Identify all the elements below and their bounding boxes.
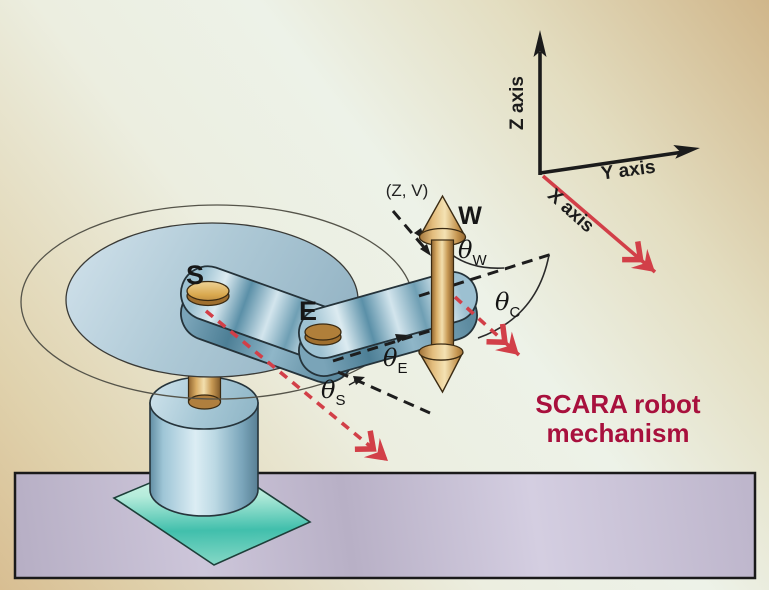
wrist-axes-label: (Z, V)	[386, 181, 429, 200]
theta-e-label: θE	[383, 344, 407, 377]
theta-c-label: θC	[495, 288, 520, 321]
elbow-joint-label: E	[299, 296, 317, 326]
y-axis-line	[539, 150, 681, 175]
shoulder-motion-arrow	[204, 309, 390, 463]
theta-s-label: θS	[321, 376, 345, 409]
x-axis-arrow	[541, 174, 657, 274]
wrist-motion-arrow	[453, 295, 521, 357]
elbow-pin	[304, 323, 342, 341]
shoulder-joint-label: S	[186, 260, 204, 290]
wrist-arrow-down-base	[418, 343, 464, 361]
z-axis-arrowhead	[533, 30, 547, 57]
shoulder-shaft-cap	[187, 394, 222, 410]
wrist-joint-label: W	[458, 202, 482, 230]
caption-line1: SCARA robot	[535, 389, 700, 419]
work-table	[13, 471, 757, 580]
theta-w-label: θW	[458, 236, 487, 269]
shoulder-angle-arrowhead	[353, 376, 365, 385]
wrist-shaft	[430, 239, 455, 353]
shoulder-pin	[186, 280, 230, 302]
z-axis-label: Z axis	[507, 76, 528, 130]
elbow-angle-arrowhead	[395, 334, 408, 343]
caption-line2: mechanism	[546, 418, 689, 448]
zv-arrowhead-2	[420, 244, 431, 256]
y-axis-arrowhead	[673, 145, 700, 159]
elbow-extension-dashed-line	[332, 322, 453, 363]
base-cylinder	[149, 402, 259, 517]
zv-axis-dashed-line	[391, 210, 430, 253]
